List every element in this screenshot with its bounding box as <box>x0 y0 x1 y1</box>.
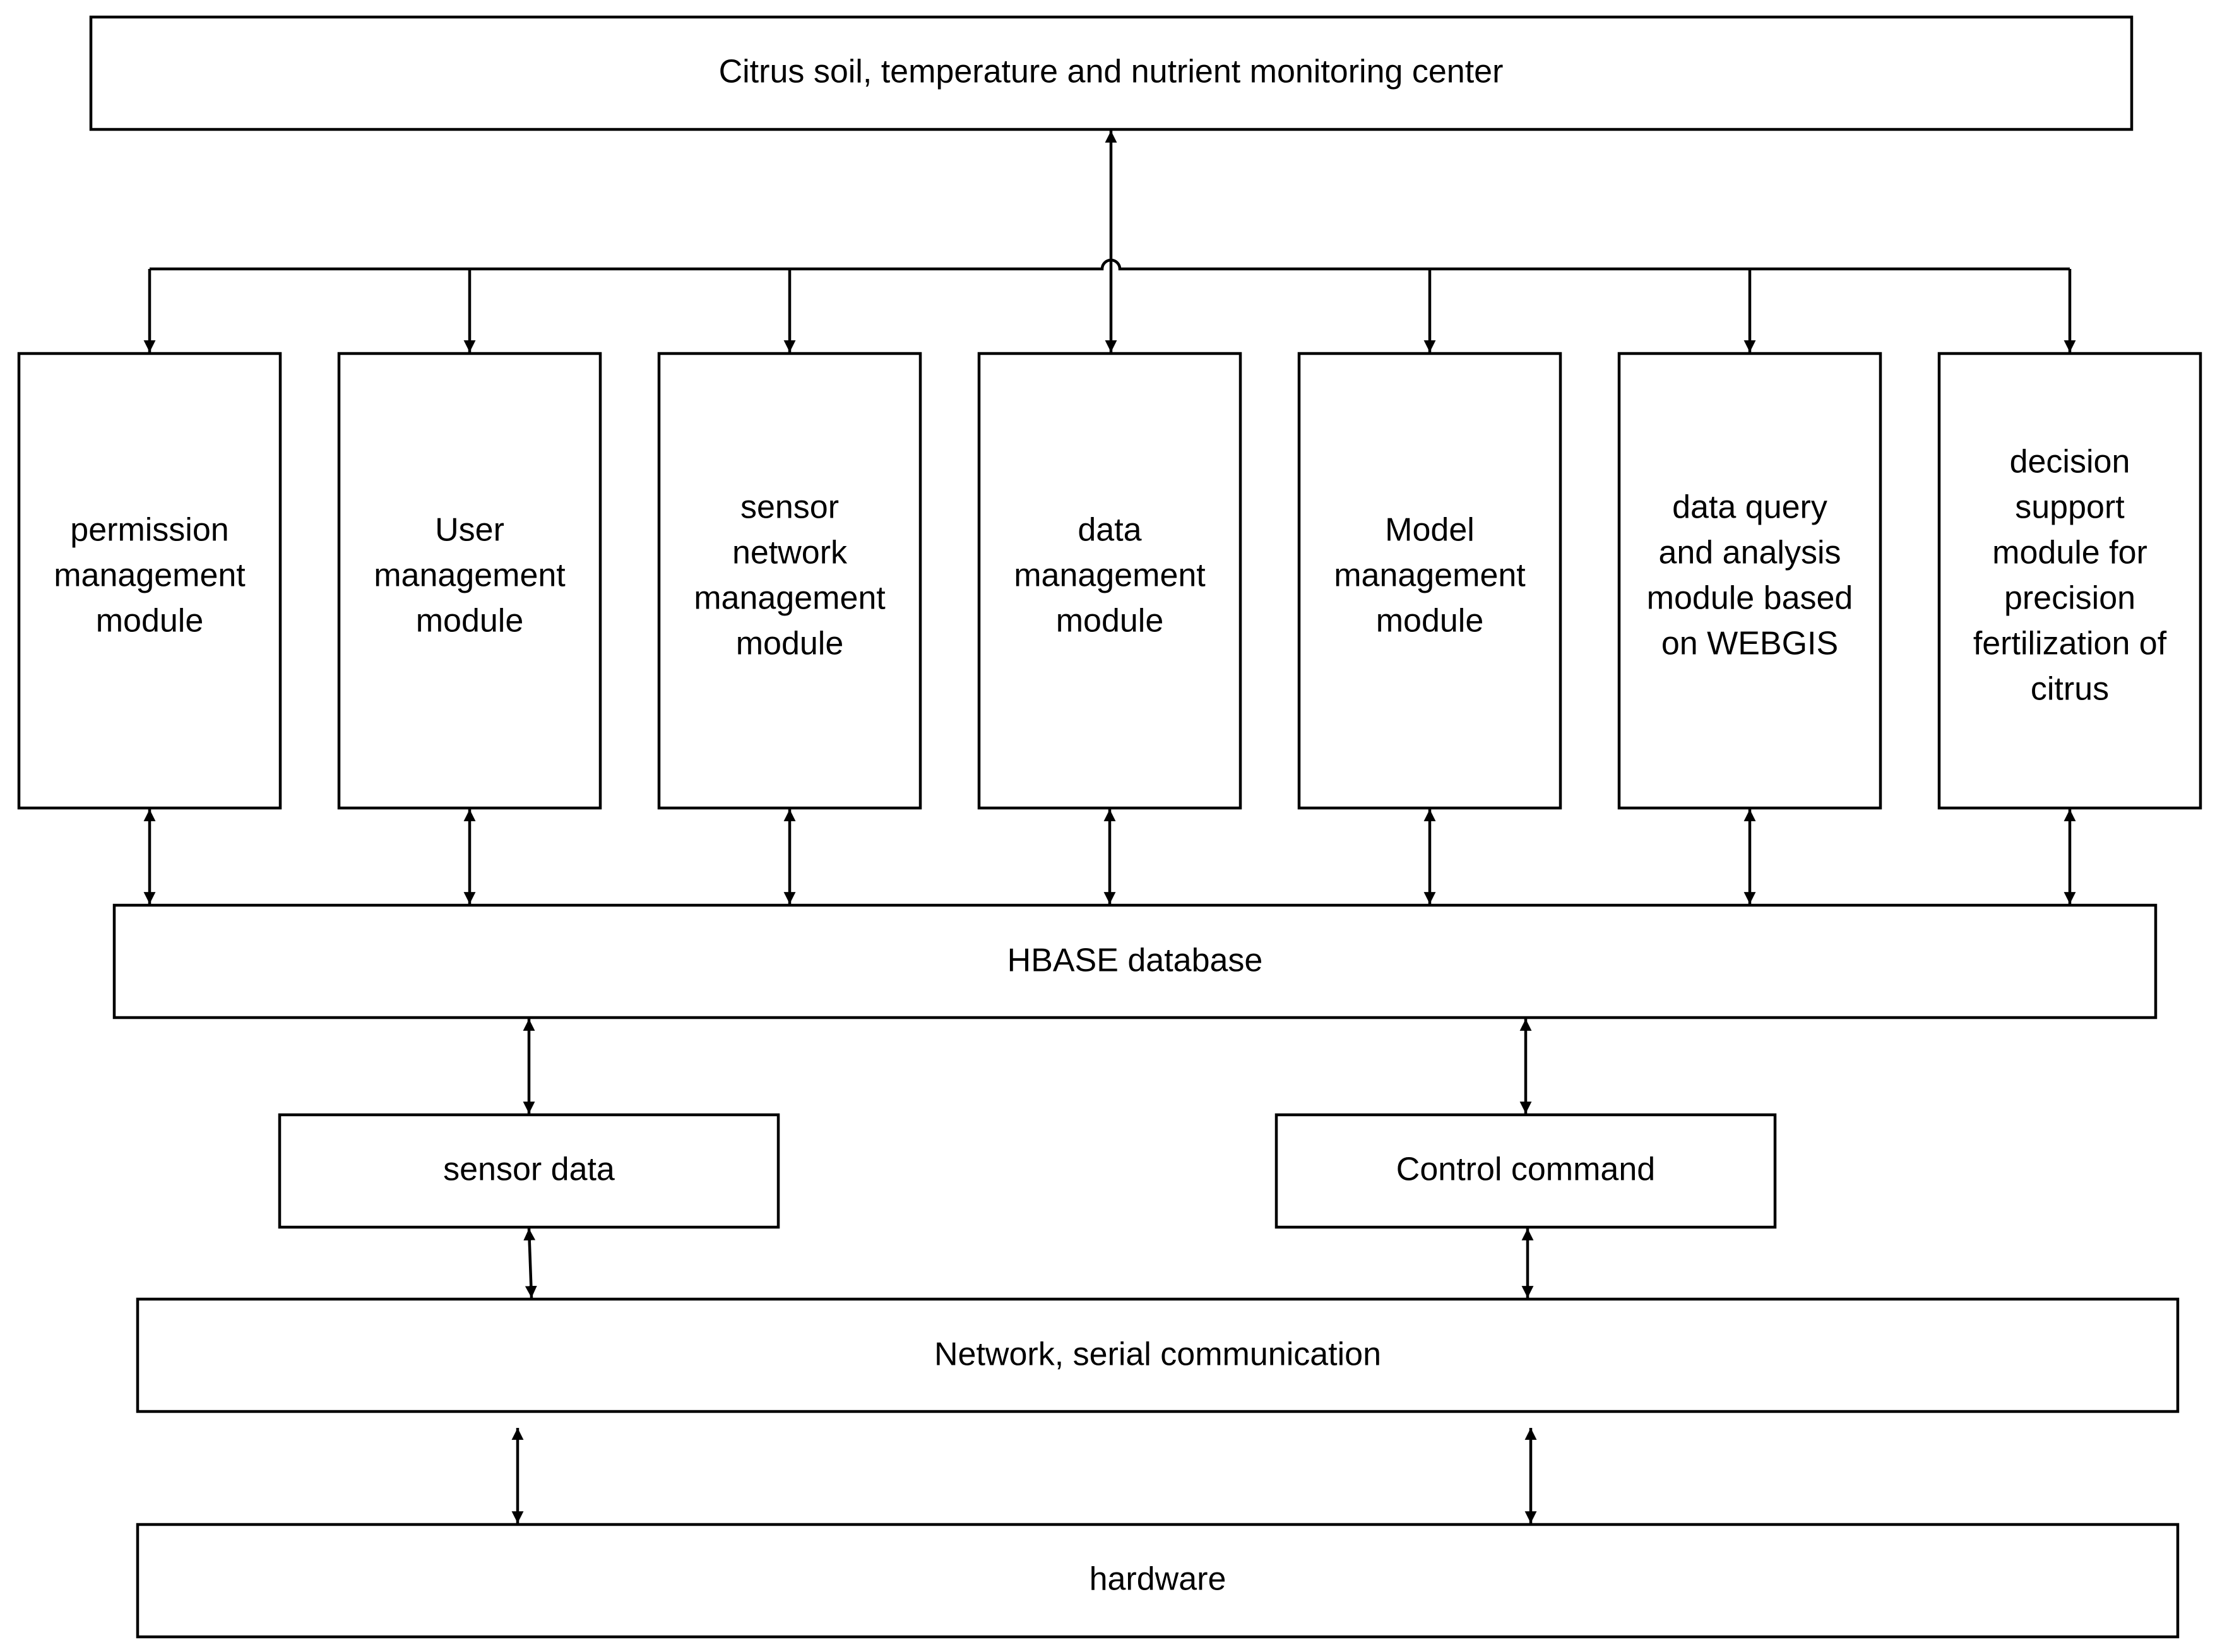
module-data-label-line: management <box>1014 557 1206 594</box>
module-model-label-line: Model <box>1385 512 1475 549</box>
module-decision-support-label-line: decision <box>2010 444 2130 480</box>
hbase-database-label: HBASE database <box>1007 942 1263 979</box>
module-data-label-line: module <box>1056 603 1164 639</box>
module-row: permission management module User management… <box>17 352 2202 810</box>
module-data-box <box>977 352 1242 810</box>
module-sensor-network-label-line: sensor <box>740 489 839 526</box>
module-decision-support-label-line: citrus <box>2031 671 2109 708</box>
center-to-modules-connectors <box>143 131 2076 352</box>
module-data-query-label-line: on WEBGIS <box>1661 626 1838 662</box>
module-sensor-network-label-line: management <box>694 580 886 617</box>
network-box <box>136 1297 2180 1413</box>
module-user-label-line: module <box>416 603 524 639</box>
monitoring-center-box <box>89 15 2134 131</box>
module-sensor-network-label-line: module <box>736 626 844 662</box>
module-user: User management module <box>337 352 602 810</box>
module-decision-support: decision support module for precision fertil… <box>1937 352 2202 810</box>
module-model: Model management module <box>1297 352 1562 810</box>
control-command-box <box>1274 1113 1777 1229</box>
module-decision-support-box <box>1937 352 2202 810</box>
network-label: Network, serial communication <box>934 1336 1381 1373</box>
module-permission-label-line: module <box>96 603 204 639</box>
module-decision-support-label-line: module for <box>1992 535 2147 571</box>
module-model-label-line: management <box>1334 557 1526 594</box>
module-model-label-line: module <box>1376 603 1484 639</box>
module-data-label-line: data <box>1078 512 1141 549</box>
sensor-data-box <box>278 1113 780 1229</box>
module-user-box <box>337 352 602 810</box>
sensor-data-label: sensor data <box>443 1151 615 1188</box>
module-user-label-line: User <box>435 512 504 549</box>
module-user-label-line: management <box>374 557 566 594</box>
module-permission-box <box>17 352 282 810</box>
module-permission: permission management module <box>17 352 282 810</box>
module-data-query-label-line: data query <box>1672 489 1827 526</box>
module-sensor-network-label-line: network <box>732 535 848 571</box>
module-database-arrows <box>143 809 2076 904</box>
module-decision-support-label-line: fertilization of <box>1973 626 2167 662</box>
module-model-box <box>1297 352 1562 810</box>
module-sensor-network: sensor network management module <box>657 352 922 810</box>
module-data-query-box <box>1617 352 1882 810</box>
sensor-data-network-arrow <box>523 1228 537 1298</box>
hardware-label: hardware <box>1090 1561 1226 1598</box>
module-decision-support-label-line: precision <box>2004 580 2135 617</box>
module-data: data management module <box>977 352 1242 810</box>
hbase-database-box <box>112 903 2158 1019</box>
module-data-query: data query and analysis module based on WEB… <box>1617 352 1882 810</box>
module-data-query-label-line: module based <box>1647 580 1853 617</box>
control-command-label: Control command <box>1396 1151 1655 1188</box>
module-data-query-label-line: and analysis <box>1658 535 1841 571</box>
hardware-box <box>136 1523 2180 1639</box>
module-sensor-network-box <box>657 352 922 810</box>
module-permission-label-line: permission <box>70 512 229 549</box>
module-decision-support-label-line: support <box>2015 489 2125 526</box>
module-permission-label-line: management <box>54 557 246 594</box>
monitoring-center-label: Citrus soil, temperature and nutrient mo… <box>719 54 1504 90</box>
